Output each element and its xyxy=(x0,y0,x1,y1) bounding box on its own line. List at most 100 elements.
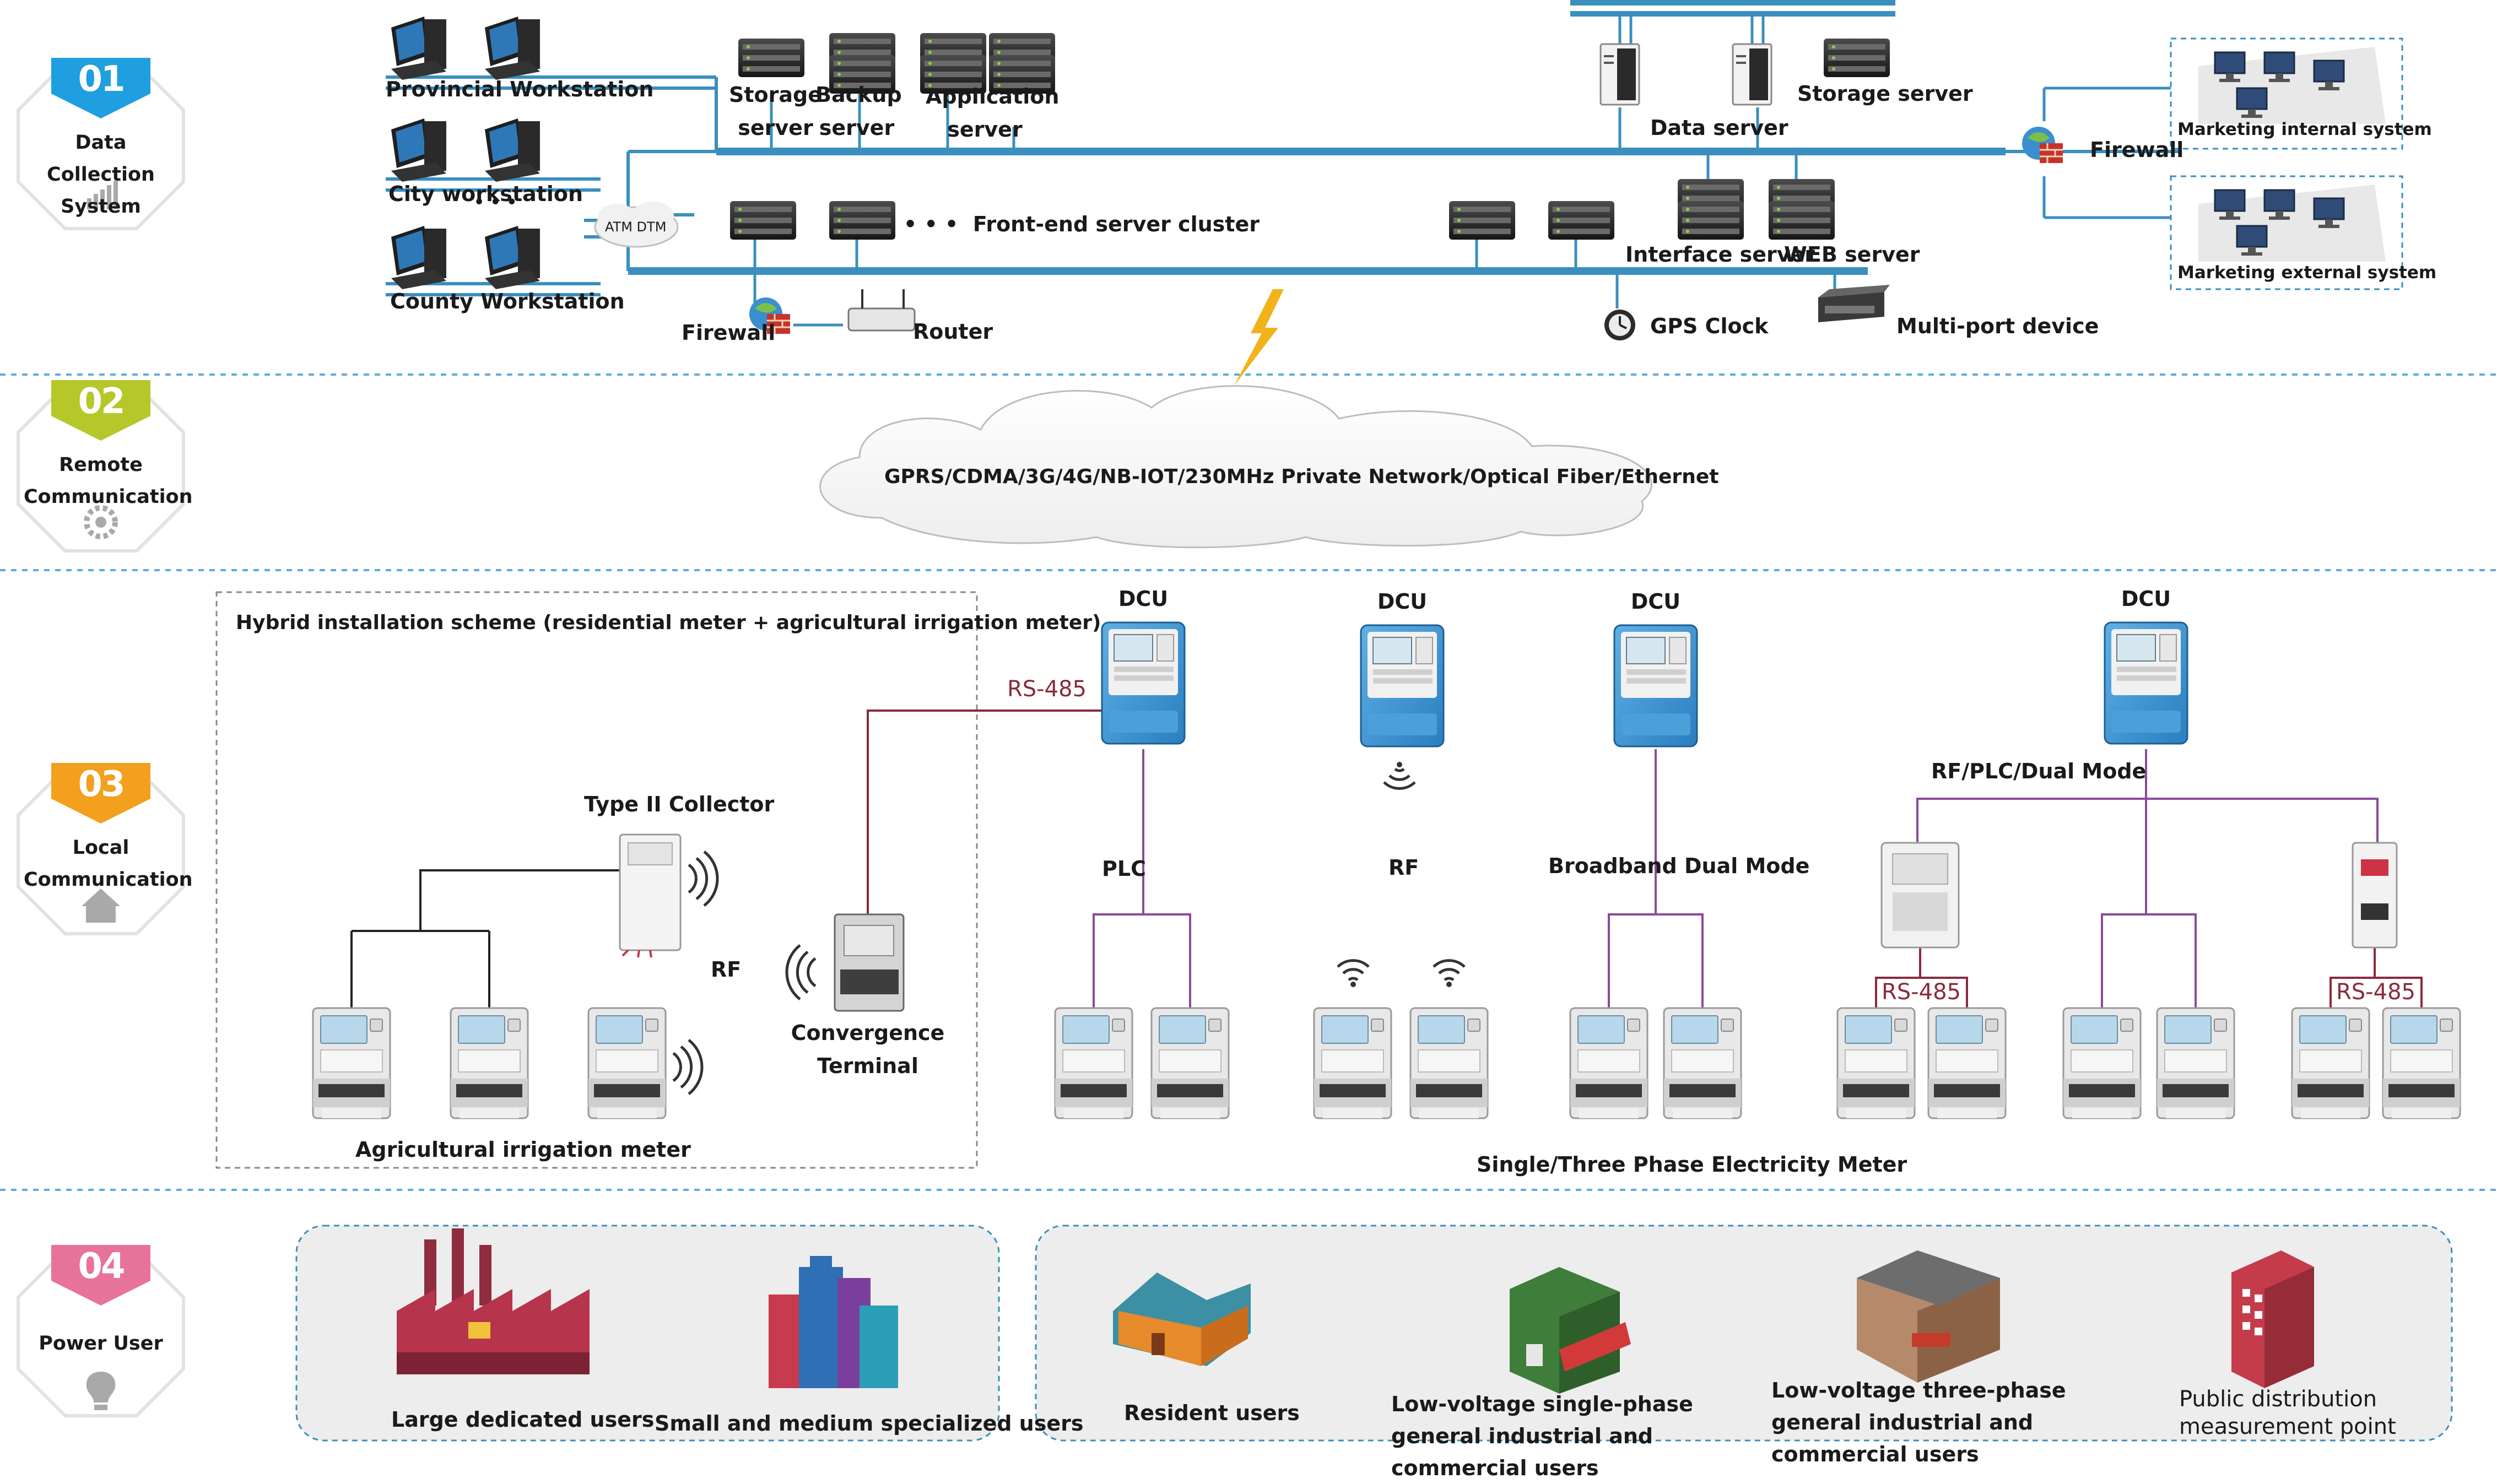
skyscrapers-icon xyxy=(769,1256,898,1388)
type2-collector-icon xyxy=(619,833,682,958)
resident-users-label: Resident users xyxy=(1124,1401,1300,1425)
rs485-line xyxy=(867,709,1105,914)
electricity-meters xyxy=(1054,1007,2461,1119)
system-bus-lines xyxy=(386,0,2182,327)
stage-number: 04 xyxy=(78,1246,125,1287)
dcu-label-2: DCU xyxy=(1377,589,1428,614)
badge-ribbon xyxy=(51,58,150,118)
workstations xyxy=(391,17,540,289)
convergence-terminal-icon xyxy=(834,913,905,1012)
stage-number: 02 xyxy=(78,381,125,422)
convergence-wireless-icon xyxy=(787,945,815,999)
convergence-terminal-label: Convergence Terminal xyxy=(791,1021,945,1078)
diagram-svg xyxy=(0,0,2497,1442)
stage-title: Data Collection System xyxy=(47,132,155,218)
marketing-boxes xyxy=(2170,37,2403,290)
stage-badge-graphic xyxy=(17,1245,185,1417)
dcu-rf-signal-icon xyxy=(1384,762,1415,788)
badge-octagon xyxy=(17,384,185,553)
marketing-external-label: Marketing external system xyxy=(2177,263,2437,283)
broadband-label: Broadband Dual Mode xyxy=(1548,854,1810,878)
stage-title: Power User xyxy=(39,1333,163,1355)
gps-clock-icon xyxy=(1604,310,1635,340)
data-server-label: Data server xyxy=(1650,116,1788,140)
rs485-label-1: RS-485 xyxy=(1882,979,1961,1005)
rf-label: RF xyxy=(1388,855,1419,880)
dcu-label-3: DCU xyxy=(1630,589,1681,614)
small-medium-users-label: Small and medium specialized users xyxy=(655,1411,1084,1436)
dcu-devices xyxy=(1101,621,2188,748)
badge-octagon xyxy=(17,767,185,935)
rs485-top-label: RS-485 xyxy=(1007,676,1087,702)
cluster-dots: • • • xyxy=(904,212,959,236)
shop-icon xyxy=(1510,1267,1631,1394)
meter-wifi-icon xyxy=(1434,961,1464,987)
rf-left-label: RF xyxy=(711,957,742,982)
dual-mode-collectors xyxy=(1880,842,2398,949)
badge-ribbon xyxy=(51,380,150,441)
plc-label: PLC xyxy=(1102,857,1146,881)
interface-server-label: Interface server xyxy=(1625,242,1815,267)
hybrid-scheme-title: Hybrid installation scheme (residential … xyxy=(236,611,1101,634)
application-server-label: Application server xyxy=(926,84,1060,142)
multiport-label: Multi-port device xyxy=(1896,314,2099,338)
lv-three-label: Low-voltage three-phase general industri… xyxy=(1771,1378,2066,1466)
rs485-label-2: RS-485 xyxy=(2336,979,2415,1005)
county-workstation-label: County Workstation xyxy=(390,289,625,313)
firewall-right-label: Firewall xyxy=(2090,138,2184,162)
house-icon xyxy=(82,889,120,923)
lightning-bolt-icon xyxy=(1234,289,1284,386)
factory-icon xyxy=(397,1228,590,1374)
stage-badge-graphic xyxy=(17,380,185,553)
gear-icon xyxy=(84,505,118,539)
type2-collector-label: Type II Collector xyxy=(584,792,775,816)
hybrid-scheme-box xyxy=(215,591,978,1169)
agri-meters xyxy=(312,1007,667,1119)
dcu-label-1: DCU xyxy=(1118,587,1169,611)
public-building-icon xyxy=(2231,1250,2314,1388)
router-icon xyxy=(847,289,916,332)
router-label: Router xyxy=(913,319,993,344)
meter-caption: Single/Three Phase Electricity Meter xyxy=(1477,1152,1907,1177)
stage-number: 01 xyxy=(78,59,125,100)
network-cloud xyxy=(819,385,1653,549)
firewall-left-label: Firewall xyxy=(682,321,776,345)
badge-ribbon xyxy=(51,1245,150,1306)
atm-dtm-label: ATM DTM xyxy=(605,219,667,235)
gps-clock-label: GPS Clock xyxy=(1650,314,1769,338)
provincial-workstation-label: Provincial Workstation xyxy=(386,77,654,101)
network-types-label: GPRS/CDMA/3G/4G/NB-IOT/230MHz Private Ne… xyxy=(884,465,1719,488)
agri-meter-label: Agricultural irrigation meter xyxy=(355,1138,691,1162)
stage-badge-graphic xyxy=(17,58,185,230)
storage-server-label: Storage server xyxy=(729,83,822,140)
atm-dtm-cloud xyxy=(594,202,679,248)
marketing-pcs xyxy=(2198,47,2386,262)
stage-number: 03 xyxy=(78,764,125,805)
rf-plc-dual-label: RF/PLC/Dual Mode xyxy=(1931,759,2147,783)
lightbulb-icon xyxy=(86,1372,116,1410)
bar-chart-icon xyxy=(87,181,118,209)
collector-wireless-icon xyxy=(689,852,717,906)
meter-wifi-icon xyxy=(1338,961,1369,987)
lv-single-label: Low-voltage single-phase general industr… xyxy=(1391,1392,1693,1480)
cafe-icon xyxy=(1857,1250,2000,1383)
marketing-internal-label: Marketing internal system xyxy=(2177,120,2432,139)
dcu-label-4: DCU xyxy=(2121,587,2171,611)
firewall-right-icon xyxy=(2021,126,2064,164)
frontend-cluster-text: Front-end server cluster xyxy=(972,212,1260,236)
rs485-brackets xyxy=(1875,947,2423,1008)
storage-server-right-label: Storage server xyxy=(1797,82,1973,106)
web-server-label: WEB server xyxy=(1784,242,1920,267)
badge-octagon xyxy=(17,62,185,230)
resident-house-icon xyxy=(1113,1272,1251,1366)
dots-label: • • • xyxy=(474,193,517,212)
multiport-device-icon xyxy=(1818,285,1890,322)
stage-badge-graphic xyxy=(17,763,185,935)
agri-wiring xyxy=(350,869,629,1008)
stage-title: Remote Communication xyxy=(24,454,193,508)
